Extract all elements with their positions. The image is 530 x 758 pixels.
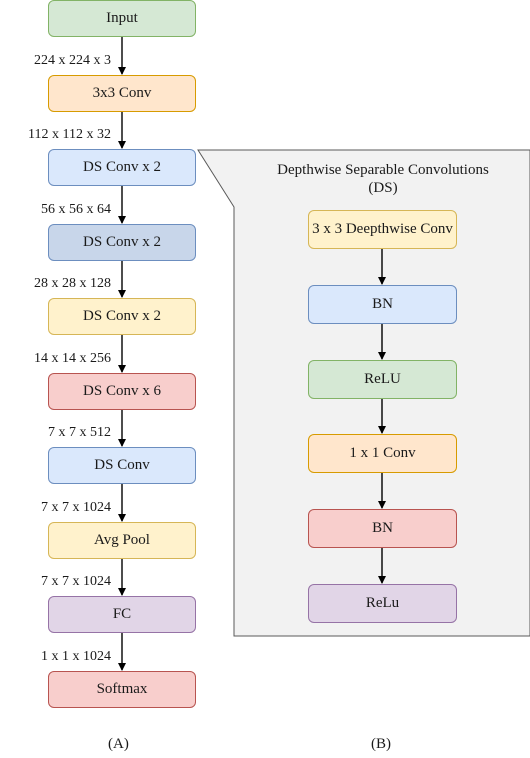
ds-title-line2: (DS) [368,180,398,196]
block-a-4: DS Conv x 2 [48,224,196,261]
ds-title-line1: Depthwise Separable Convolutions [277,162,489,178]
dim-label-6: 7 x 7 x 512 [48,425,111,440]
dim-label-8: 7 x 7 x 1024 [41,574,111,589]
caption-a: (A) [108,736,129,752]
block-a-7: DS Conv [48,447,196,484]
ds-panel-title: Depthwise Separable Convolutions (DS) [236,161,530,197]
block-b-3: ReLU [308,360,457,399]
dim-label-9: 1 x 1 x 1024 [41,649,111,664]
block-b-2: BN [308,285,457,324]
dim-label-3: 56 x 56 x 64 [41,202,111,217]
block-a-9: FC [48,596,196,633]
dim-label-4: 28 x 28 x 128 [34,276,111,291]
dim-label-2: 112 x 112 x 32 [28,127,111,142]
block-b-6: ReLu [308,584,457,623]
dim-label-5: 14 x 14 x 256 [34,351,111,366]
block-a-2: 3x3 Conv [48,75,196,112]
block-b-4: 1 x 1 Conv [308,434,457,473]
block-b-1: 3 x 3 Deepthwise Conv [308,210,457,249]
caption-b: (B) [371,736,391,752]
block-a-10: Softmax [48,671,196,708]
block-a-6: DS Conv x 6 [48,373,196,410]
block-a-1: Input [48,0,196,37]
dim-label-1: 224 x 224 x 3 [34,53,111,68]
block-a-8: Avg Pool [48,522,196,559]
dim-label-7: 7 x 7 x 1024 [41,500,111,515]
block-a-3: DS Conv x 2 [48,149,196,186]
block-b-5: BN [308,509,457,548]
block-a-5: DS Conv x 2 [48,298,196,335]
